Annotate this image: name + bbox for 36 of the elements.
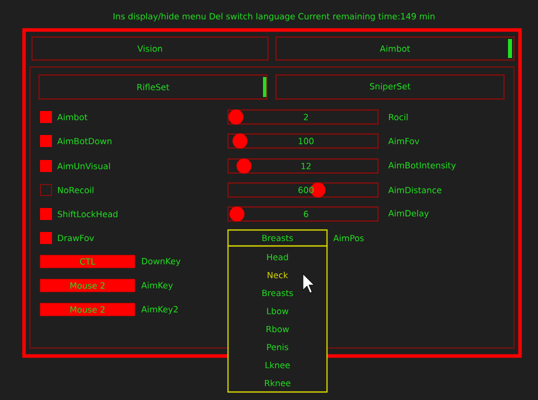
dropdown-option: Rknee — [265, 380, 290, 386]
dropdown-option: Breasts — [262, 290, 293, 296]
header-text: Ins display/hide menu Del switch language Current remaining time:149 min — [114, 12, 434, 22]
option-label: DrawFov — [58, 234, 94, 242]
option-label: DownKey — [142, 258, 180, 266]
dropdown-field: Breasts — [227, 229, 328, 247]
tab-button: SniperSet — [275, 74, 505, 100]
key-button: Mouse 2 — [40, 278, 136, 292]
option-label: AimDistance — [388, 186, 442, 194]
slider: 100 — [227, 133, 379, 149]
option-label: NoRecoil — [58, 186, 94, 194]
option-label: AimKey2 — [141, 306, 178, 314]
option-label: Aimbot — [57, 114, 88, 120]
option-label: AimKey — [141, 282, 173, 290]
dropdown-option: Lknee — [266, 362, 290, 368]
dropdown-option: Head — [267, 254, 288, 260]
option-label: AimBotDown — [57, 138, 112, 144]
slider: 2 — [227, 109, 379, 125]
key-button: CTL — [40, 254, 136, 268]
key-button: Mouse 2 — [40, 302, 136, 316]
dropdown-option: Neck — [268, 272, 288, 278]
option-label: Rocil — [389, 114, 408, 120]
option-label: AimFov — [388, 138, 420, 144]
option-label: AimBotIntensity — [388, 162, 456, 170]
option-label: AimPos — [333, 234, 364, 242]
slider: 6 — [227, 206, 379, 222]
tab-button: Vision — [31, 36, 269, 61]
option-label: AimDelay — [388, 210, 429, 218]
option-label: ShiftLockHead — [58, 210, 118, 218]
option-label: AimUnVisual — [57, 162, 110, 170]
slider: 12 — [227, 158, 379, 174]
tab-button: Aimbot — [275, 36, 515, 61]
dropdown-option: Lbow — [267, 308, 288, 314]
dropdown-option: Penis — [267, 344, 288, 350]
tab-button: RifleSet — [38, 74, 268, 100]
dropdown-option: Rbow — [266, 326, 289, 332]
